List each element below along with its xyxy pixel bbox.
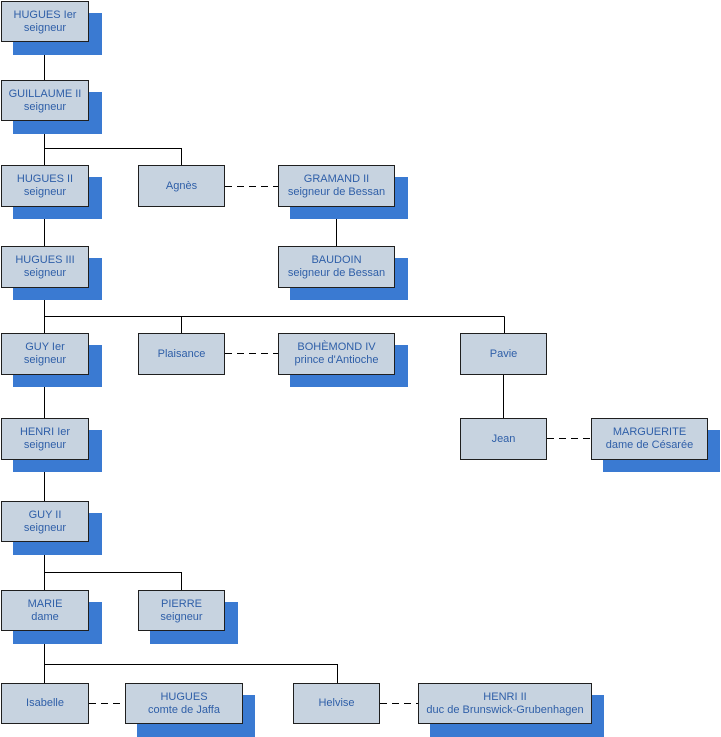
person-name: Agnès [165, 179, 198, 192]
person-name: HUGUES [160, 690, 208, 703]
person-name: GRAMAND II [303, 173, 370, 185]
person-title: seigneur [23, 21, 67, 34]
person-title: seigneur de Bessan [287, 267, 386, 279]
person-title: seigneur [23, 186, 67, 198]
person-title: seigneur [23, 439, 67, 451]
person-title: dame de Césarée [605, 439, 694, 451]
person-name: BOHÈMOND IV [297, 341, 376, 353]
person-name: GUY II [28, 508, 62, 521]
person-name: Jean [491, 432, 516, 445]
person-name: MARGUERITE [612, 426, 687, 438]
person-title: comte de Jaffa [148, 703, 220, 716]
person-title: seigneur [23, 100, 67, 113]
person-name: PIERRE [161, 597, 202, 610]
person-name: HUGUES II [16, 173, 74, 185]
person-name: HENRI Ier [19, 426, 71, 438]
person-name: BAUDOIN [311, 254, 362, 266]
person-name: HUGUES III [15, 254, 75, 266]
person-title: seigneur [23, 521, 67, 534]
person-name: Pavie [489, 347, 518, 360]
sibling-branch [44, 664, 338, 683]
person-title: dame [31, 610, 59, 623]
person-name: Helvise [318, 697, 355, 709]
person-title: seigneur [160, 610, 203, 623]
person-title: seigneur [23, 267, 67, 279]
person-name: GUILLAUME II [8, 87, 82, 100]
person-title: seigneur [23, 354, 67, 366]
person-title: prince d'Antioche [294, 354, 379, 366]
person-title: seigneur de Bessan [287, 186, 386, 198]
sibling-branch [44, 148, 182, 165]
person-name: MARIE [27, 597, 63, 610]
person-name: Isabelle [26, 697, 64, 709]
sibling-branch [44, 572, 182, 590]
person-name: HUGUES Ier [13, 8, 77, 21]
person-name: HENRI II [483, 690, 527, 703]
person-name: GUY Ier [25, 341, 65, 353]
person-name: Plaisance [157, 347, 206, 360]
person-title: duc de Brunswick-Grubenhagen [426, 703, 584, 716]
